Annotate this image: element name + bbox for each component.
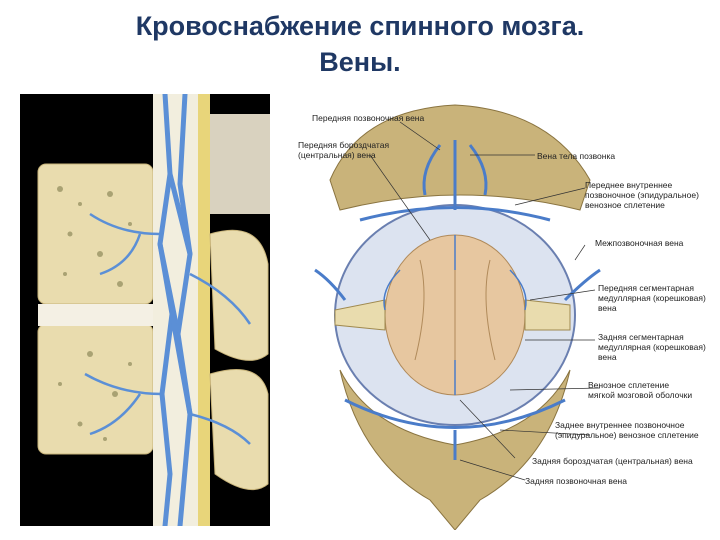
label-anterior-central-vein: Передняя бороздчатая (центральная) вена (298, 140, 390, 160)
medullary-veins (383, 235, 527, 395)
vertebral-body-lower (37, 323, 154, 455)
label-posterior-segmental-vein: Задняя сегментарная медуллярная (корешко… (598, 332, 706, 362)
vertebral-body-upper (37, 163, 154, 305)
label-vertebral-body-vein: Вена тела позвонка (537, 151, 616, 161)
nerve-root-right (524, 299, 571, 331)
label-posterior-vertebral-vein: Задняя позвоночная вена (525, 476, 627, 486)
intervertebral-disc (38, 304, 153, 326)
transverse-section-illustration (314, 104, 601, 530)
internal-venous-plexus (157, 94, 193, 526)
slide-title: Кровоснабжение спинного мозга. Вены. (0, 8, 720, 80)
title-line-1: Кровоснабжение спинного мозга. (135, 11, 585, 41)
title-line-2: Вены. (319, 47, 401, 77)
label-intervertebral-vein: Межпозвоночная вена (595, 238, 684, 248)
label-anterior-segmental-vein: Передняя сегментарная медуллярная (кореш… (598, 283, 706, 313)
label-anterior-vertebral-vein: Передняя позвоночная вена (312, 113, 425, 123)
nerve-root-left (334, 299, 386, 331)
epidural-venous-plexus (314, 140, 601, 460)
vertebral-arch-upper (209, 229, 269, 361)
basivertebral-veins (84, 212, 252, 445)
sagittal-vertebra-illustration (20, 94, 270, 526)
vertebral-body (329, 104, 591, 211)
label-pia-plexus: Венозное сплетение мягкой мозговой оболо… (588, 380, 693, 400)
vertebral-arch-lower (209, 369, 269, 491)
label-anterior-internal-plexus: Переднее внутреннее позвоночное (эпидура… (585, 180, 699, 210)
label-posterior-central-vein: Задняя бороздчатая (центральная) вена (532, 456, 693, 466)
label-posterior-internal-plexus: Заднее внутреннее позвоночное (эпидураль… (555, 420, 699, 440)
